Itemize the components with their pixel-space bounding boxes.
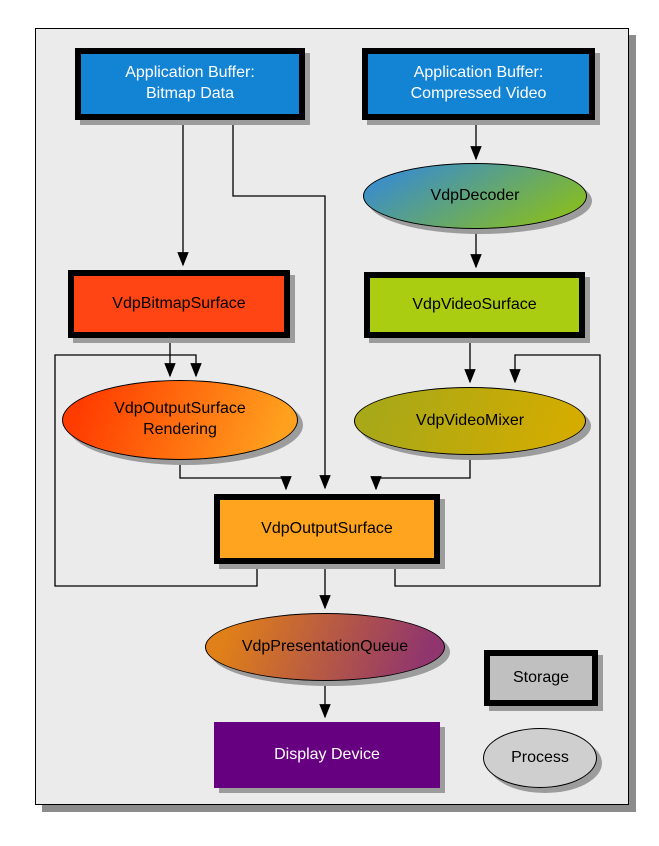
legend-process-label: Process	[511, 748, 569, 766]
vdp-presentation-queue-node: VdpPresentationQueue	[205, 613, 445, 681]
vdp-video-mixer-label: VdpVideoMixer	[415, 411, 525, 429]
app-buffer-bitmap-node: Application Buffer: Bitmap Data	[75, 48, 305, 120]
vdp-video-surface-label: VdpVideoSurface	[412, 295, 537, 313]
vdp-output-surface-node: VdpOutputSurface	[214, 494, 440, 564]
vdp-output-surface-rendering-node: VdpOutputSurface Rendering	[62, 380, 298, 460]
app-buffer-bitmap-label-line2: Bitmap Data	[145, 85, 235, 102]
vdp-output-surface-rendering-label-line2: Rendering	[143, 421, 217, 438]
vdp-video-surface-node: VdpVideoSurface	[364, 272, 585, 338]
legend-storage-node: Storage	[484, 650, 598, 706]
app-buffer-bitmap-label-line1: Application Buffer:	[125, 64, 255, 82]
vdp-video-mixer-node: VdpVideoMixer	[354, 387, 586, 455]
legend-storage-label: Storage	[512, 668, 570, 686]
vdp-output-surface-label: VdpOutputSurface	[261, 519, 393, 537]
vdp-bitmap-surface-node: VdpBitmapSurface	[68, 270, 290, 338]
display-device-label: Display Device	[274, 745, 380, 763]
vdp-output-surface-rendering-label-line1: VdpOutputSurface	[114, 400, 246, 418]
app-buffer-video-node: Application Buffer: Compressed Video	[362, 48, 595, 120]
vdp-decoder-node: VdpDecoder	[363, 163, 587, 229]
legend-process-node: Process	[483, 728, 597, 788]
vdp-presentation-queue-label: VdpPresentationQueue	[241, 637, 409, 655]
vdp-bitmap-surface-label: VdpBitmapSurface	[112, 294, 246, 312]
app-buffer-video-label-line1: Application Buffer:	[413, 64, 544, 82]
display-device-node: Display Device	[214, 722, 440, 788]
app-buffer-video-label-line2: Compressed Video	[410, 85, 547, 102]
vdp-decoder-label: VdpDecoder	[430, 186, 520, 204]
